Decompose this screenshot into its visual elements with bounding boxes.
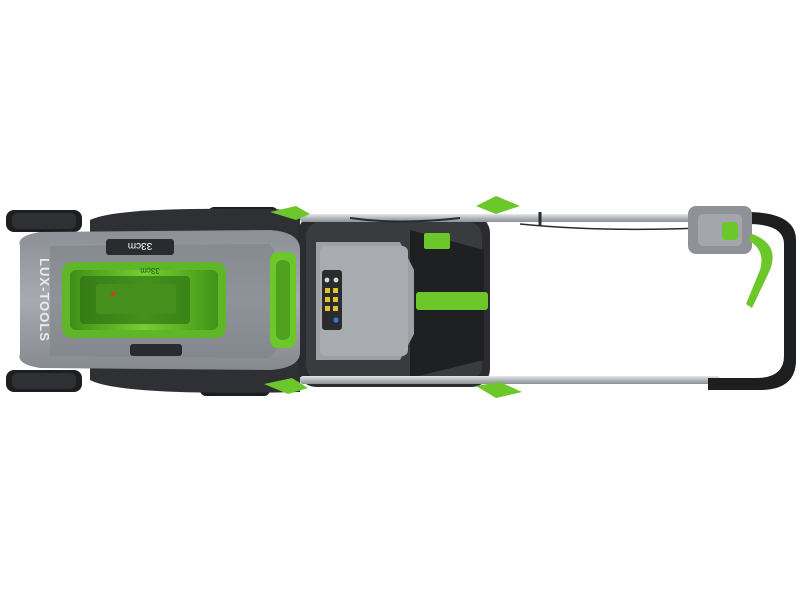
- deck-size-plate-top: [106, 239, 174, 255]
- battery-compartment: 33cm: [62, 262, 226, 338]
- rear-wheel-bottom: [6, 370, 82, 392]
- handle-clamp-top-right: [476, 196, 520, 214]
- handle-grip: [708, 212, 796, 390]
- handle-clamp-bottom-left: [264, 378, 308, 394]
- grass-collector: [298, 215, 490, 387]
- tray-size-label: 33cm: [140, 266, 160, 275]
- handle-frame: [300, 212, 720, 384]
- control-panel-label: [322, 270, 342, 330]
- safety-lever: [746, 234, 773, 308]
- deck-size-label: 33cm: [128, 240, 152, 251]
- handle-clamp-bottom-right: [476, 382, 522, 398]
- handle-clamp-top-left: [270, 206, 310, 220]
- rear-wheel-top: [6, 210, 82, 232]
- safety-switch-box: [688, 206, 752, 254]
- brand-logo: LUX-TOOLS: [37, 258, 52, 342]
- safety-plate-bottom: [130, 344, 182, 356]
